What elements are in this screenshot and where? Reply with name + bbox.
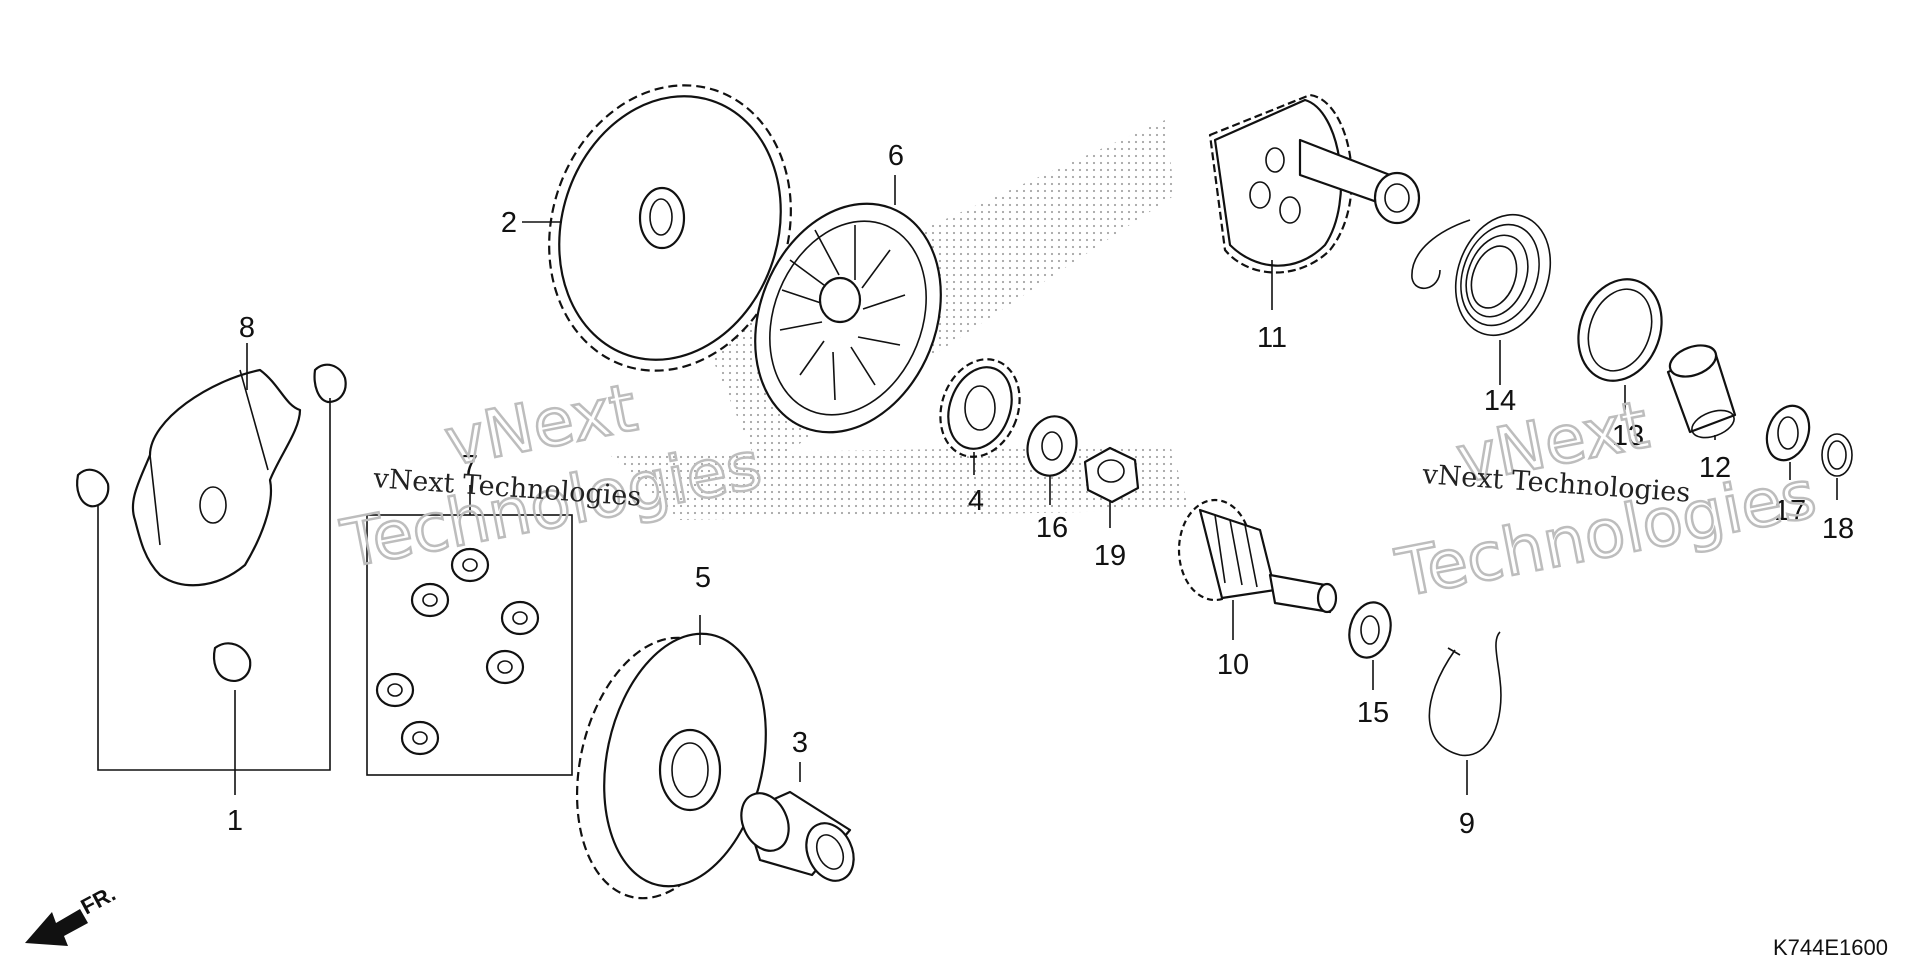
callout-18: 18 — [1822, 513, 1854, 545]
front-direction-indicator: FR. — [25, 881, 120, 946]
leader-lines — [97, 175, 1838, 795]
callout-11: 11 — [1257, 322, 1287, 354]
part-5-drive-face — [575, 632, 767, 900]
callout-5: 5 — [695, 562, 711, 594]
part-15-washer — [1348, 601, 1392, 659]
callout-6: 6 — [888, 140, 904, 172]
callout-2: 2 — [501, 207, 517, 239]
diagram-code: K744E1600 — [1773, 935, 1888, 960]
part-19-nut — [1083, 446, 1140, 504]
callout-16: 16 — [1036, 512, 1068, 544]
part-12-bushing — [1666, 344, 1737, 439]
callout-7: 7 — [462, 450, 478, 482]
part-3-collar — [740, 790, 855, 882]
part-18-circlip — [1821, 433, 1853, 477]
part-6-fan-pulley — [754, 202, 942, 434]
callout-12: 12 — [1699, 452, 1731, 484]
part-8-ramp-plate — [131, 368, 302, 587]
callout-14: 14 — [1484, 385, 1516, 417]
part-4-clutch-hub — [939, 358, 1021, 458]
callout-19: 19 — [1094, 540, 1126, 572]
part-11-kick-spindle — [1208, 93, 1421, 274]
part-17-washer — [1765, 404, 1811, 462]
callout-13: 13 — [1612, 420, 1644, 452]
callout-8: 8 — [239, 312, 255, 344]
part-16-washer — [1026, 415, 1078, 477]
callout-3: 3 — [792, 727, 808, 759]
part-1-slider-pieces — [76, 363, 347, 683]
callout-17: 17 — [1774, 495, 1806, 527]
callout-15: 15 — [1357, 697, 1389, 729]
callout-1: 1 — [227, 805, 243, 837]
callout-4: 4 — [968, 485, 984, 517]
part-14-kick-spring — [1411, 213, 1552, 337]
part-10-kick-driven-gear — [1177, 498, 1338, 614]
front-arrow-icon — [25, 909, 88, 946]
front-label: FR. — [77, 881, 120, 920]
callout-10: 10 — [1217, 649, 1249, 681]
part-7-weight-rollers — [366, 514, 573, 776]
part-2-driven-gear-disc — [548, 84, 792, 372]
part-13-ring — [1577, 278, 1663, 382]
callout-labels: 1 2 3 4 5 6 7 8 9 10 11 12 13 14 15 16 1… — [227, 140, 1854, 840]
callout-9: 9 — [1459, 808, 1475, 840]
part-9-spring-clip — [1428, 631, 1502, 757]
